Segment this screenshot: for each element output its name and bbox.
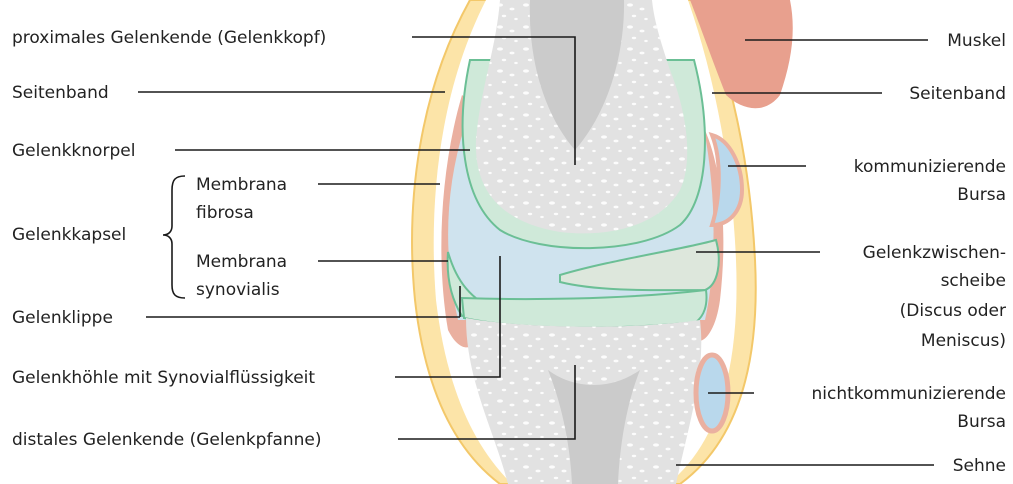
label-distal-end: distales Gelenkende (Gelenkpfanne) <box>12 430 322 450</box>
capsule-brace <box>163 176 185 298</box>
label-cartilage: Gelenkknorpel <box>12 141 135 161</box>
label-side-ligament-right: Seitenband <box>909 84 1006 104</box>
label-disc-1: Gelenkzwischen- <box>863 243 1006 263</box>
label-comm-bursa-1: kommunizierende <box>854 157 1006 177</box>
label-noncomm-bursa-2: Bursa <box>957 412 1006 432</box>
label-joint-capsule: Gelenkkapsel <box>12 225 126 245</box>
label-joint-cavity: Gelenkhöhle mit Synovialflüssigkeit <box>12 368 315 388</box>
label-membrana-synovialis-2: synovialis <box>196 280 280 300</box>
label-proximal-end: proximales Gelenkende (Gelenkkopf) <box>12 28 326 48</box>
label-comm-bursa-2: Bursa <box>957 185 1006 205</box>
label-noncomm-bursa-1: nichtkommunizierende <box>811 384 1006 404</box>
label-disc-2: scheibe <box>941 271 1006 291</box>
label-side-ligament-left: Seitenband <box>12 83 109 103</box>
label-membrana-synovialis-1: Membrana <box>196 252 287 272</box>
label-muscle: Muskel <box>947 31 1006 51</box>
label-disc-4: Meniscus) <box>921 331 1006 351</box>
label-joint-lip: Gelenklippe <box>12 308 113 328</box>
label-tendon: Sehne <box>953 456 1006 476</box>
label-membrana-fibrosa-1: Membrana <box>196 175 287 195</box>
label-disc-3: (Discus oder <box>900 301 1006 321</box>
label-membrana-fibrosa-2: fibrosa <box>196 203 254 223</box>
